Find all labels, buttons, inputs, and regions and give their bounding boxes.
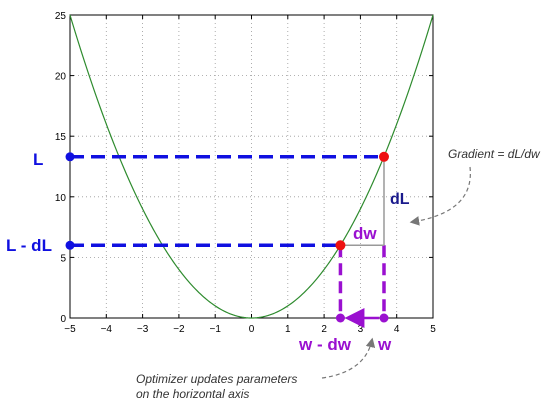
loss-curve <box>69 14 434 319</box>
y-tick-label: 25 <box>55 11 67 22</box>
x-tick-label: −3 <box>137 324 149 335</box>
y-tick-label: 5 <box>60 253 66 264</box>
updated-point <box>335 240 346 251</box>
grid-lines <box>70 15 433 318</box>
y-tick-label: 20 <box>55 72 67 83</box>
x-tick-label: 3 <box>358 324 364 335</box>
optimizer-annotation-line1: Optimizer updates parameters <box>136 372 297 386</box>
x-tick-label: −2 <box>173 324 185 335</box>
optimizer-annotation-arrow <box>321 337 376 379</box>
L-minus-dL-axis-point <box>65 240 75 250</box>
L-axis-point <box>65 152 75 162</box>
label-L: L <box>33 150 43 169</box>
y-tick-label: 10 <box>55 193 67 204</box>
x-tick-label: 0 <box>249 324 255 335</box>
label-w: w <box>377 335 392 354</box>
x-tick-label: 2 <box>321 324 327 335</box>
x-tick-label: 4 <box>394 324 400 335</box>
label-w-minus-dw: w - dw <box>298 335 352 354</box>
x-tick-label: −1 <box>209 324 221 335</box>
current-point <box>378 151 389 162</box>
x-tick-label: −4 <box>101 324 113 335</box>
x-tick-label: −5 <box>64 324 76 335</box>
gradient-annotation-arrow <box>409 166 471 226</box>
w-minus-dw-axis-point <box>335 313 345 323</box>
label-L-minus-dL: L - dL <box>6 236 52 255</box>
plot-frame <box>69 14 434 319</box>
x-tick-label: 5 <box>430 324 436 335</box>
x-tick-label: 1 <box>285 324 291 335</box>
axis-ticks: −5 −4 −3 −2 −1 0 1 2 3 4 5 0 5 10 15 20 25 <box>55 11 436 335</box>
w-axis-point <box>379 313 389 323</box>
label-dw: dw <box>353 224 377 243</box>
optimizer-annotation-line2: on the horizontal axis <box>136 387 249 401</box>
gradient-annotation: Gradient = dL/dw <box>448 147 541 161</box>
label-dL: dL <box>390 191 410 208</box>
y-tick-label: 15 <box>55 132 67 143</box>
y-tick-label: 0 <box>60 314 66 325</box>
